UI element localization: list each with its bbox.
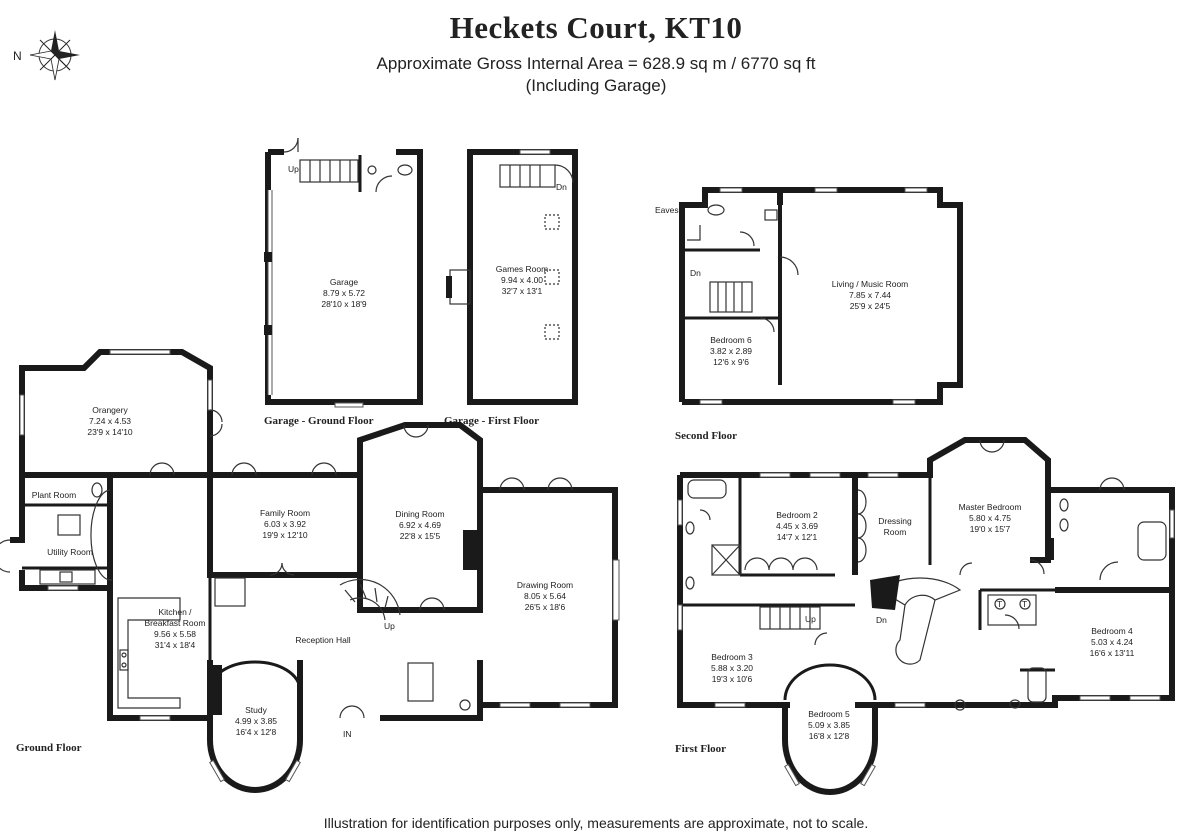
bedroom4-imperial: 16'6 x 13'11 <box>1090 648 1135 658</box>
ground-floor-label: Ground Floor <box>16 742 82 754</box>
second-floor-dn-marker: Dn <box>690 268 701 278</box>
first-floor-up-marker: Up <box>805 614 816 624</box>
garage-name: Garage <box>330 277 359 287</box>
study-imperial: 16'4 x 12'8 <box>236 727 277 737</box>
garage-first-floor-label: Garage - First Floor <box>444 415 539 427</box>
dining-room-imperial: 22'8 x 15'5 <box>400 531 441 541</box>
garage-ground-floor <box>264 137 423 408</box>
garage-up-marker: Up <box>288 164 299 174</box>
compass-north-label: N <box>13 49 22 63</box>
master-bedroom-name: Master Bedroom <box>959 502 1022 512</box>
master-bedroom-metric: 5.80 x 4.75 <box>969 513 1011 523</box>
drawing-room-imperial: 26'5 x 18'6 <box>525 602 566 612</box>
second-floor-label: Second Floor <box>675 430 737 442</box>
bedroom3-metric: 5.88 x 3.20 <box>711 663 753 673</box>
drawing-room-metric: 8.05 x 5.64 <box>524 591 566 601</box>
dining-room-metric: 6.92 x 4.69 <box>399 520 441 530</box>
entrance-in-marker: IN <box>343 729 352 739</box>
garage-imperial: 28'10 x 18'9 <box>321 299 367 309</box>
drawing-room-name: Drawing Room <box>517 580 573 590</box>
orangery-metric: 7.24 x 4.53 <box>89 416 131 426</box>
reception-hall-name: Reception Hall <box>295 635 350 645</box>
dressing-room-name-line2: Room <box>884 527 907 537</box>
ground-up-marker: Up <box>384 621 395 631</box>
family-room-name: Family Room <box>260 508 310 518</box>
kitchen-name-line2: Breakfast Room <box>145 618 206 628</box>
living-room-name: Living / Music Room <box>832 279 909 289</box>
master-bedroom-imperial: 19'0 x 15'7 <box>970 524 1011 534</box>
bedroom2-imperial: 14'7 x 12'1 <box>777 532 818 542</box>
kitchen-name-line1: Kitchen / <box>158 607 192 617</box>
study-name: Study <box>245 705 267 715</box>
bedroom4-metric: 5.03 x 4.24 <box>1091 637 1133 647</box>
compass-rose-icon <box>29 30 80 81</box>
bedroom3-imperial: 19'3 x 10'6 <box>712 674 753 684</box>
games-room-metric: 9.94 x 4.00 <box>501 275 543 285</box>
first-floor <box>677 437 1175 795</box>
bedroom5-name: Bedroom 5 <box>808 709 850 719</box>
bedroom3-name: Bedroom 3 <box>711 652 753 662</box>
dressing-room-name-line1: Dressing <box>878 516 912 526</box>
bedroom6-metric: 3.82 x 2.89 <box>710 346 752 356</box>
bedroom2-name: Bedroom 2 <box>776 510 818 520</box>
page-title: Heckets Court, KT10 <box>449 10 743 45</box>
orangery-imperial: 23'9 x 14'10 <box>87 427 133 437</box>
gross-area-line: Approximate Gross Internal Area = 628.9 … <box>376 54 816 73</box>
cupboard-t-marker-2: T <box>1022 599 1027 609</box>
disclaimer-footer: Illustration for identification purposes… <box>323 815 869 831</box>
study-metric: 4.99 x 3.85 <box>235 716 277 726</box>
games-room-name: Games Room <box>496 264 548 274</box>
utility-room-name: Utility Room <box>47 547 93 557</box>
living-room-imperial: 25'9 x 24'5 <box>850 301 891 311</box>
cupboard-t-marker-1: T <box>997 599 1002 609</box>
second-floor <box>679 187 963 405</box>
eaves-marker: Eaves <box>655 205 679 215</box>
games-dn-marker: Dn <box>556 182 567 192</box>
family-room-imperial: 19'9 x 12'10 <box>262 530 308 540</box>
kitchen-imperial: 31'4 x 18'4 <box>155 640 196 650</box>
orangery-name: Orangery <box>92 405 128 415</box>
plant-room-name: Plant Room <box>32 490 76 500</box>
kitchen-metric: 9.56 x 5.58 <box>154 629 196 639</box>
family-room-metric: 6.03 x 3.92 <box>264 519 306 529</box>
dining-room-name: Dining Room <box>395 509 444 519</box>
bedroom4-name: Bedroom 4 <box>1091 626 1133 636</box>
bedroom6-name: Bedroom 6 <box>710 335 752 345</box>
bedroom5-metric: 5.09 x 3.85 <box>808 720 850 730</box>
ground-floor <box>0 349 620 793</box>
garage-metric: 8.79 x 5.72 <box>323 288 365 298</box>
first-floor-label: First Floor <box>675 743 726 755</box>
garage-first-floor <box>446 149 578 405</box>
bedroom6-imperial: 12'6 x 9'6 <box>713 357 749 367</box>
games-room-imperial: 32'7 x 13'1 <box>502 286 543 296</box>
garage-ground-floor-label: Garage - Ground Floor <box>264 415 374 427</box>
bedroom2-metric: 4.45 x 3.69 <box>776 521 818 531</box>
first-floor-dn-marker: Dn <box>876 615 887 625</box>
bedroom5-imperial: 16'8 x 12'8 <box>809 731 850 741</box>
living-room-metric: 7.85 x 7.44 <box>849 290 891 300</box>
area-note: (Including Garage) <box>525 76 667 95</box>
